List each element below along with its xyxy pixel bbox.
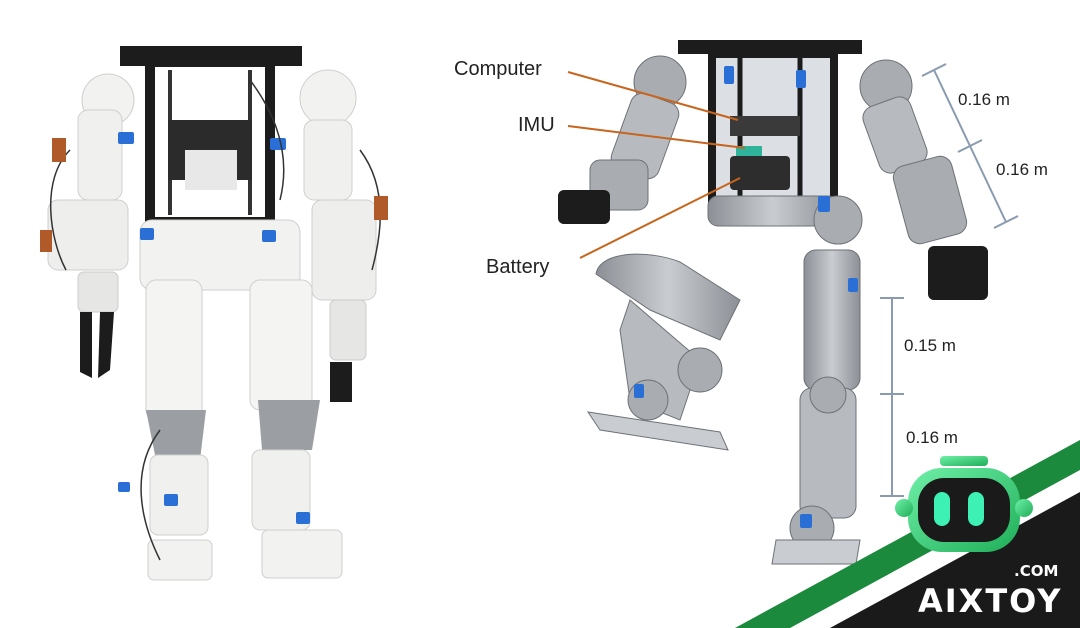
robot-mascot-icon — [895, 456, 1033, 552]
dimension-lines — [880, 63, 1019, 497]
dim-label-thigh: 0.15 m — [904, 336, 956, 355]
dim-arm-lower — [969, 145, 1007, 223]
dim-label-upper-arm: 0.16 m — [958, 90, 1010, 109]
label-battery: Battery — [486, 256, 550, 278]
leader-line-computer — [567, 71, 739, 121]
dim-label-forearm: 0.16 m — [996, 160, 1048, 179]
dim-label-shin: 0.16 m — [906, 428, 958, 447]
brand-watermark — [735, 440, 1080, 628]
leader-line-battery — [579, 177, 741, 259]
leader-lines — [567, 71, 746, 259]
label-imu: IMU — [518, 114, 555, 136]
label-computer: Computer — [454, 58, 542, 80]
brand-name: AIXTOY — [918, 582, 1063, 620]
leader-line-imu — [567, 125, 746, 149]
brand-suffix: .COM — [1014, 562, 1059, 580]
physical-robot-photo — [40, 46, 388, 581]
cad-robot-model — [558, 40, 988, 565]
dim-arm-upper — [933, 69, 971, 147]
